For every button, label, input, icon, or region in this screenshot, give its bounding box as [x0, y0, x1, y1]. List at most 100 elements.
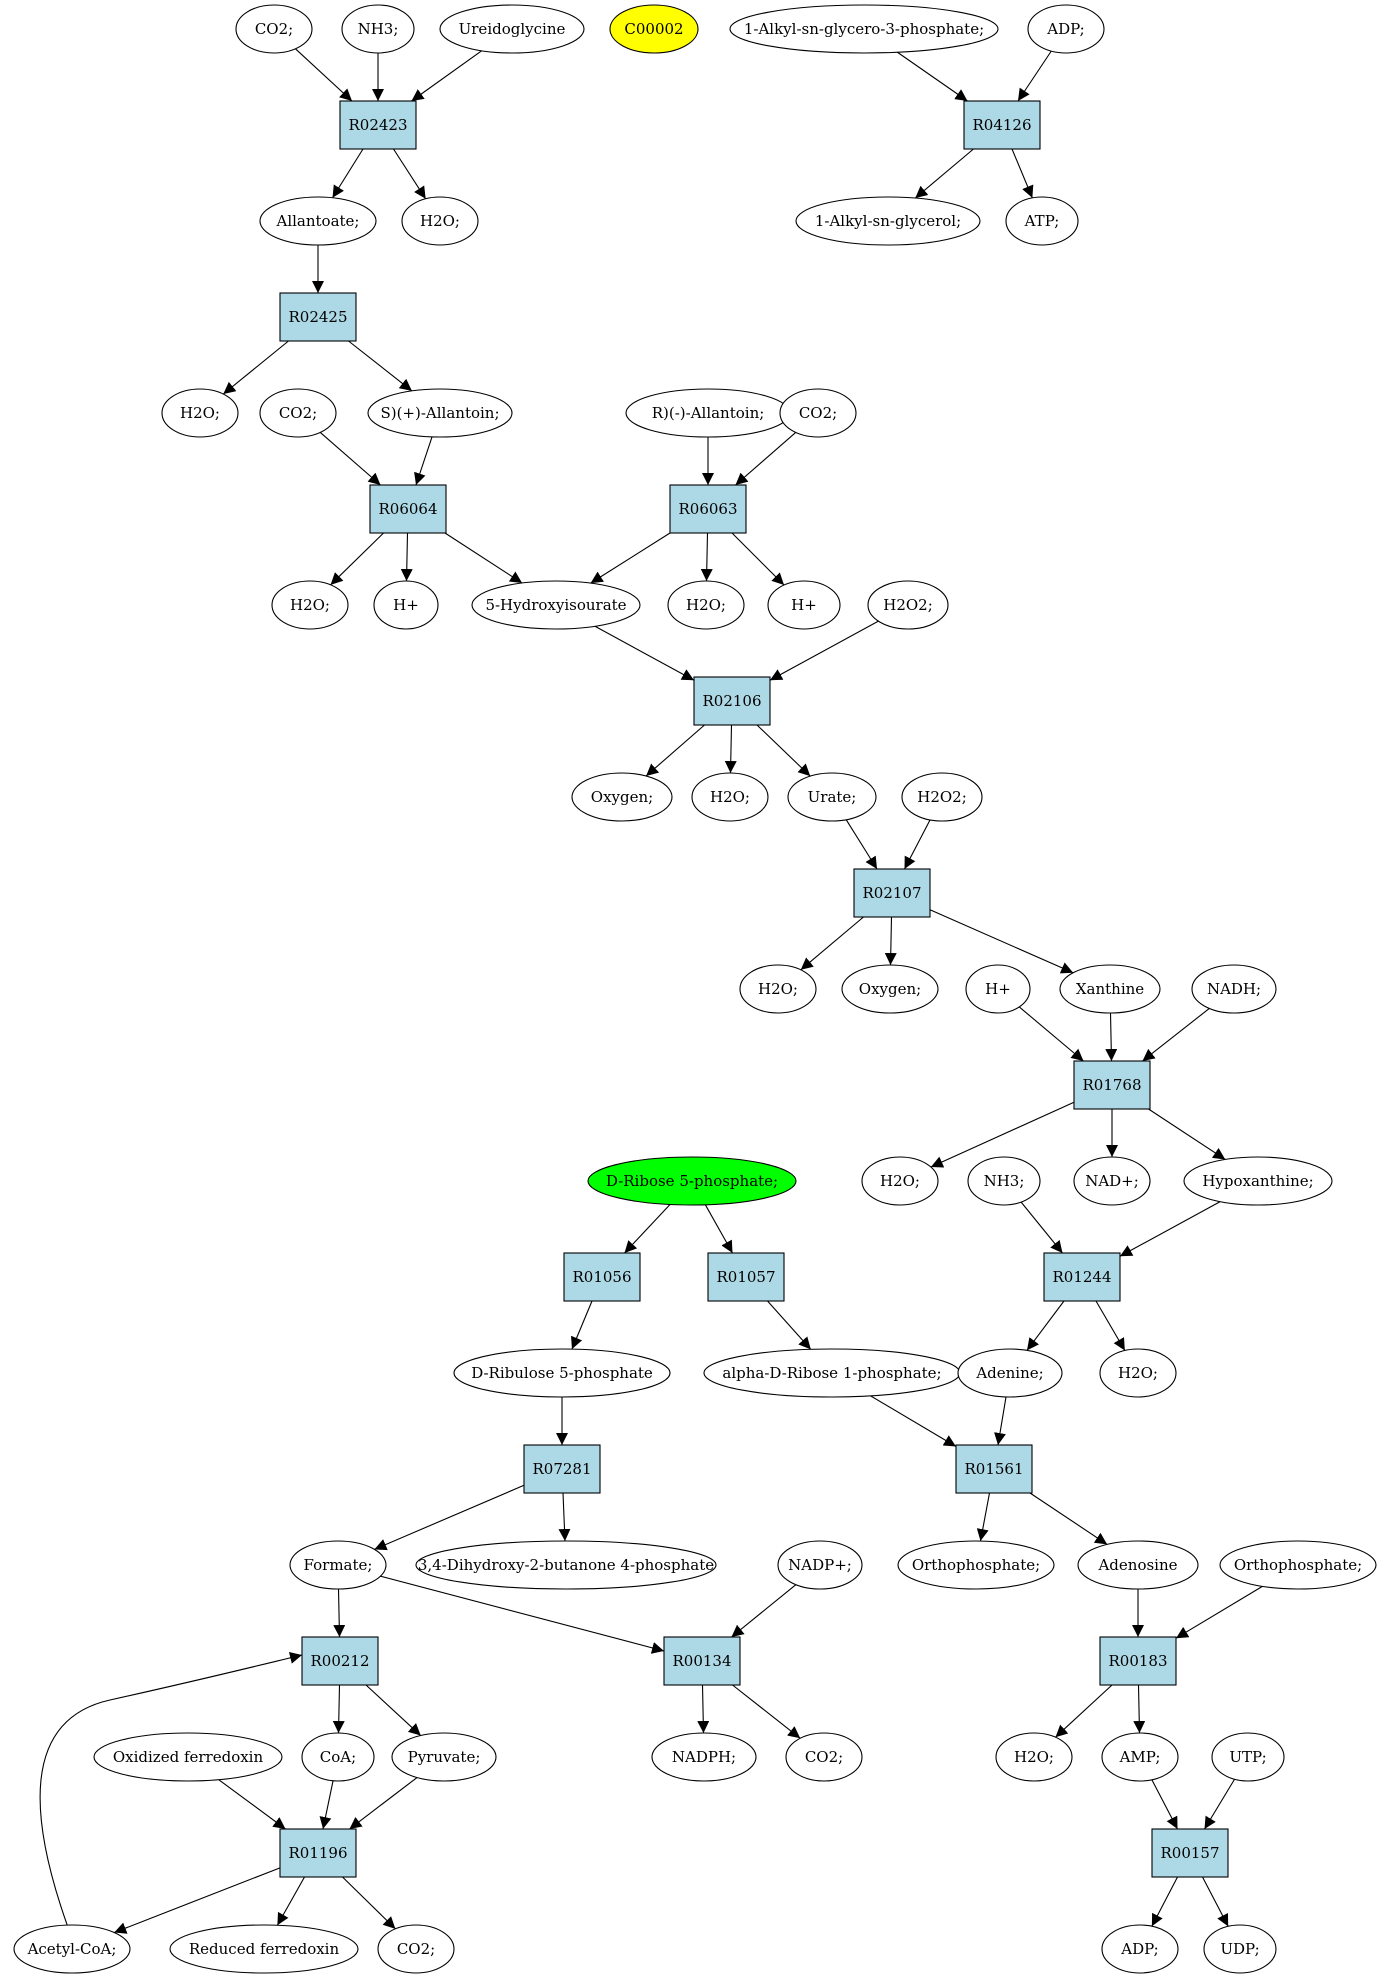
- reaction-node-r01244[interactable]: R01244: [1043, 1252, 1121, 1302]
- compound-node-h2o-shape: [861, 1156, 939, 1206]
- reaction-node-r01196[interactable]: R01196: [279, 1828, 357, 1878]
- edge-r02107-to-oxygen: [884, 916, 897, 966]
- compound-node-h2o[interactable]: H2O;: [995, 1732, 1073, 1782]
- compound-node-hypoxanthine-shape: [1183, 1156, 1333, 1206]
- compound-node-oxygen[interactable]: Oxygen;: [841, 964, 939, 1014]
- compound-node-atp[interactable]: ATP;: [1005, 196, 1079, 246]
- compound-node-h[interactable]: H+: [965, 964, 1031, 1014]
- reaction-node-r02425[interactable]: R02425: [279, 292, 357, 342]
- reaction-node-r02106[interactable]: R02106: [693, 676, 771, 726]
- compound-node-h2o2-label: H2O2;: [883, 596, 933, 614]
- compound-node-1-alkyl-sn-glycerol[interactable]: 1-Alkyl-sn-glycerol;: [795, 196, 981, 246]
- compound-node-orthophosphate-shape: [897, 1540, 1055, 1590]
- reaction-node-r01561-shape: [955, 1444, 1033, 1494]
- reaction-node-r00157[interactable]: R00157: [1151, 1828, 1229, 1878]
- reaction-node-r01561[interactable]: R01561: [955, 1444, 1033, 1494]
- compound-node-h2o2[interactable]: H2O2;: [867, 580, 949, 630]
- edge-r02425-to-s-allantoin: [348, 340, 413, 392]
- compound-node-5-hydroxyisourate[interactable]: 5-Hydroxyisourate: [471, 580, 641, 630]
- compound-node-h2o[interactable]: H2O;: [691, 772, 769, 822]
- compound-node-d-ribulose-5-phosphate[interactable]: D-Ribulose 5-phosphate: [453, 1348, 671, 1398]
- reaction-node-r01056[interactable]: R01056: [563, 1252, 641, 1302]
- compound-node-amp[interactable]: AMP;: [1101, 1732, 1179, 1782]
- compound-node-h2o[interactable]: H2O;: [667, 580, 745, 630]
- compound-node-c00002[interactable]: C00002: [609, 4, 699, 54]
- compound-node-h2o2[interactable]: H2O2;: [901, 772, 983, 822]
- compound-node-hypoxanthine[interactable]: Hypoxanthine;: [1183, 1156, 1333, 1206]
- compound-node-h2o[interactable]: H2O;: [1099, 1348, 1177, 1398]
- compound-node-1-alkyl-sn-glycerol-shape: [795, 196, 981, 246]
- compound-node-oxygen[interactable]: Oxygen;: [571, 772, 673, 822]
- compound-node-h[interactable]: H+: [373, 580, 439, 630]
- compound-node-adp[interactable]: ADP;: [1101, 1924, 1179, 1974]
- compound-node-acetyl-coa[interactable]: Acetyl-CoA;: [13, 1924, 131, 1974]
- compound-node-r-allantoin[interactable]: R)(-)-Allantoin;: [625, 388, 791, 438]
- edge-adenine-to-r01561: [994, 1396, 1007, 1446]
- compound-node-nadph[interactable]: NADPH;: [651, 1732, 757, 1782]
- edge-r01057-to-alpha-d-ribose-1-phosphate: [767, 1300, 812, 1350]
- compound-node-co2[interactable]: CO2;: [377, 1924, 455, 1974]
- reaction-node-r01768[interactable]: R01768: [1073, 1060, 1151, 1110]
- compound-node-nadp[interactable]: NADP+;: [777, 1540, 863, 1590]
- compound-node-adenosine[interactable]: Adenosine: [1077, 1540, 1199, 1590]
- compound-node-orthophosphate[interactable]: Orthophosphate;: [897, 1540, 1055, 1590]
- compound-node-orthophosphate[interactable]: Orthophosphate;: [1219, 1540, 1377, 1590]
- compound-node-xanthine[interactable]: Xanthine: [1059, 964, 1161, 1014]
- reaction-node-r02106-label: R02106: [702, 692, 761, 710]
- edge-r00157-to-adp: [1151, 1876, 1178, 1927]
- compound-node-co2[interactable]: CO2;: [235, 4, 313, 54]
- compound-node-pyruvate[interactable]: Pyruvate;: [391, 1732, 497, 1782]
- compound-node-nh3[interactable]: NH3;: [341, 4, 415, 54]
- compound-node-urate[interactable]: Urate;: [787, 772, 877, 822]
- compound-node-formate[interactable]: Formate;: [289, 1540, 387, 1590]
- compound-node-oxidized-ferredoxin[interactable]: Oxidized ferredoxin: [93, 1732, 283, 1782]
- compound-node-co2[interactable]: CO2;: [779, 388, 857, 438]
- compound-node-ureidoglycine[interactable]: Ureidoglycine: [439, 4, 585, 54]
- compound-node-reduced-ferredoxin[interactable]: Reduced ferredoxin: [169, 1924, 359, 1974]
- compound-node-nadh[interactable]: NADH;: [1191, 964, 1277, 1014]
- compound-node-acetyl-coa-shape: [13, 1924, 131, 1974]
- compound-node-reduced-ferredoxin-shape: [169, 1924, 359, 1974]
- compound-node-1-alkyl-sn-glycero-3-phosphate[interactable]: 1-Alkyl-sn-glycero-3-phosphate;: [729, 4, 999, 54]
- compound-node-coa[interactable]: CoA;: [301, 1732, 375, 1782]
- reaction-node-r00134[interactable]: R00134: [663, 1636, 741, 1686]
- compound-node-nh3[interactable]: NH3;: [967, 1156, 1041, 1206]
- reaction-node-r00183[interactable]: R00183: [1099, 1636, 1177, 1686]
- compound-node-h2o[interactable]: H2O;: [271, 580, 349, 630]
- reaction-node-r04126[interactable]: R04126: [963, 100, 1041, 150]
- reaction-node-r01057[interactable]: R01057: [707, 1252, 785, 1302]
- reaction-node-r01768-shape: [1073, 1060, 1151, 1110]
- compound-node-utp[interactable]: UTP;: [1211, 1732, 1285, 1782]
- reaction-node-r06063[interactable]: R06063: [669, 484, 747, 534]
- compound-node-h2o[interactable]: H2O;: [401, 196, 479, 246]
- compound-node-alpha-d-ribose-1-phosphate[interactable]: alpha-D-Ribose 1-phosphate;: [703, 1348, 961, 1398]
- reaction-node-r06064[interactable]: R06064: [369, 484, 447, 534]
- reaction-node-r00212[interactable]: R00212: [301, 1636, 379, 1686]
- compound-node-adp[interactable]: ADP;: [1027, 4, 1105, 54]
- edge-utp-to-r00157: [1204, 1778, 1236, 1830]
- compound-node-h[interactable]: H+: [767, 580, 841, 630]
- compound-node-h2o[interactable]: H2O;: [739, 964, 817, 1014]
- compound-node-adenine[interactable]: Adenine;: [957, 1348, 1063, 1398]
- reaction-node-r02107[interactable]: R02107: [853, 868, 931, 918]
- edge-r02423-to-allantoate: [332, 148, 364, 199]
- compound-node-co2-shape: [235, 4, 313, 54]
- compound-node-h2o-label: H2O;: [686, 596, 726, 614]
- compound-node-nh3-shape: [967, 1156, 1041, 1206]
- reaction-node-r02423[interactable]: R02423: [339, 100, 417, 150]
- compound-node-d-ribose-5-phosphate[interactable]: D-Ribose 5-phosphate;: [587, 1156, 797, 1206]
- compound-node-udp[interactable]: UDP;: [1203, 1924, 1277, 1974]
- reaction-node-r07281[interactable]: R07281: [523, 1444, 601, 1494]
- reaction-node-r01244-label: R01244: [1052, 1268, 1111, 1286]
- compound-node-urate-shape: [787, 772, 877, 822]
- compound-node-co2[interactable]: CO2;: [259, 388, 337, 438]
- compound-node-s-allantoin[interactable]: S)(+)-Allantoin;: [367, 388, 513, 438]
- compound-node-co2[interactable]: CO2;: [785, 1732, 863, 1782]
- edge-nadp-to-r00134: [731, 1584, 797, 1638]
- compound-node-h2o[interactable]: H2O;: [861, 1156, 939, 1206]
- compound-node-nad[interactable]: NAD+;: [1073, 1156, 1151, 1206]
- compound-node-allantoate[interactable]: Allantoate;: [259, 196, 377, 246]
- edge-ureidoglycine-to-r02423: [411, 50, 482, 102]
- compound-node-3-4-dihydroxy-2-butanone-4-phosphate[interactable]: 3,4-Dihydroxy-2-butanone 4-phosphate: [415, 1540, 717, 1590]
- compound-node-h2o[interactable]: H2O;: [161, 388, 239, 438]
